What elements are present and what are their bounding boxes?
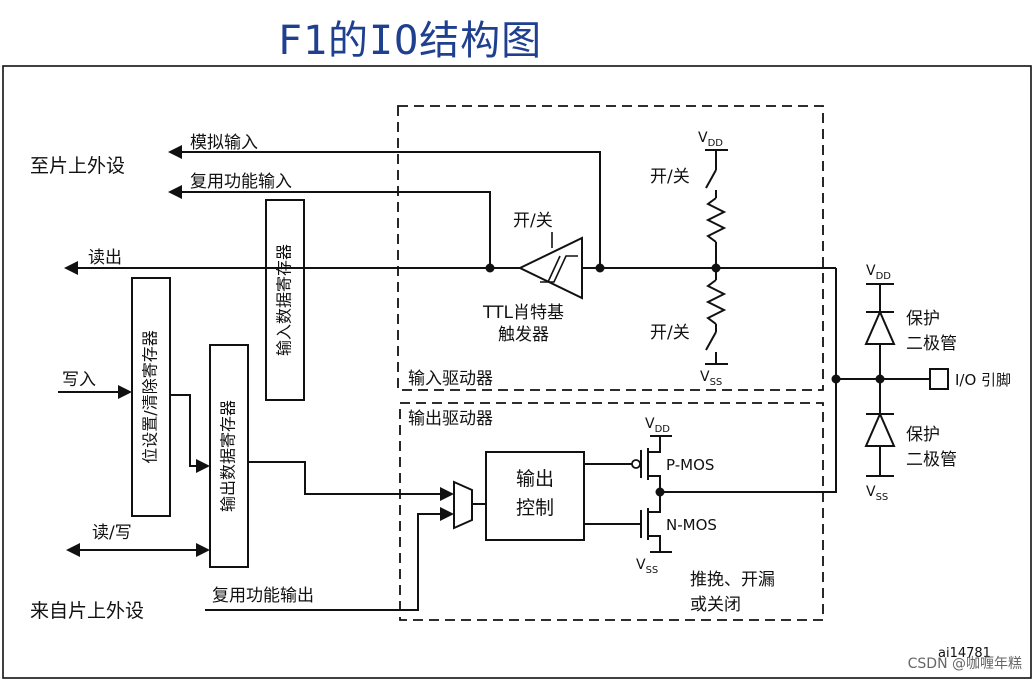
- ttl-schmitt-trigger: [517, 236, 583, 300]
- read-write-label: 读/写: [92, 523, 132, 543]
- pmos-source: [648, 436, 661, 453]
- hysteresis-icon: [540, 255, 578, 283]
- switch-label-ttl: 开/关: [513, 211, 553, 231]
- from-peripheral-label: 来自片上外设: [30, 600, 144, 622]
- output-to-pin-wire: [660, 268, 837, 493]
- hysteresis-icon: [547, 255, 561, 283]
- nmos-drain: [648, 492, 661, 513]
- junction-node: [831, 374, 841, 384]
- ttl-label-line1: TTL肖特基: [482, 303, 564, 323]
- protect-diode2-line2: 二极管: [906, 450, 957, 470]
- vdd-label-diode: VDD: [866, 263, 891, 282]
- alt-func-input-arrow: [168, 185, 182, 199]
- junction-node: [485, 263, 495, 273]
- alt-func-input-label: 复用功能输入: [190, 172, 292, 192]
- pmos-drain: [648, 475, 661, 492]
- ttl-label-line2: 触发器: [498, 325, 549, 345]
- output-multiplexer: [453, 480, 473, 530]
- bit-set-reset-register-box: [131, 277, 171, 517]
- output-data-register-label: 输出数据寄存器: [219, 400, 238, 512]
- analog-input-arrow: [168, 145, 182, 159]
- alt-func-output-wire: [205, 513, 446, 611]
- odr-to-mux-arrow: [440, 487, 454, 501]
- bsrr-to-odr-arrow: [196, 459, 210, 473]
- protect-diode2-line1: 保护: [906, 425, 940, 445]
- input-driver-region: [397, 105, 824, 391]
- protect-diode1-line2: 二极管: [906, 334, 957, 354]
- push-pull-line1: 推挽、开漏: [690, 570, 775, 590]
- nmos-label: N-MOS: [666, 516, 717, 534]
- to-peripheral-label: 至片上外设: [30, 155, 125, 177]
- vss-label: VSS: [700, 369, 722, 388]
- output-control-line2: 控制: [516, 497, 554, 519]
- pmos-label: P-MOS: [666, 456, 714, 474]
- protection-diode-bottom: [864, 411, 896, 447]
- alt-func-output-arrow: [440, 507, 454, 521]
- input-driver-label: 输入驱动器: [408, 369, 493, 389]
- pmos-gate-bubble: [631, 459, 641, 469]
- protection-diode-top: [864, 309, 896, 345]
- nmos-source: [648, 535, 661, 552]
- output-driver-region: [399, 402, 824, 621]
- bit-set-reset-register-label: 位设置/清除寄存器: [141, 330, 160, 463]
- pulldown-resistor: [705, 279, 727, 325]
- input-data-register-box: [265, 199, 305, 401]
- analog-input-wire: [180, 151, 601, 268]
- push-pull-line2: 或关闭: [690, 595, 741, 615]
- vdd-label: VDD: [698, 130, 723, 149]
- vss-label-diode: VSS: [866, 484, 888, 503]
- watermark: CSDN @咖喱年糕: [907, 656, 1022, 672]
- vdd-label-output: VDD: [645, 416, 670, 435]
- input-data-register-label: 输入数据寄存器: [275, 244, 294, 356]
- outer-frame: [2, 65, 1032, 679]
- output-control-box: [485, 451, 585, 541]
- pullup-switch: [705, 169, 717, 189]
- output-control-line1: 输出: [516, 468, 554, 490]
- pullup-resistor: [705, 197, 727, 243]
- read-write-arrow-left: [66, 543, 80, 557]
- output-driver-label: 输出驱动器: [408, 409, 493, 429]
- odr-to-mux-wire: [248, 461, 446, 495]
- analog-input-label: 模拟输入: [190, 133, 258, 153]
- page-title: F1的IO结构图: [277, 18, 543, 64]
- io-pin-label: I/O 引脚: [955, 371, 1011, 389]
- write-in-label: 写入: [62, 370, 96, 390]
- figure-id: ai14781: [938, 646, 991, 661]
- read-out-label: 读出: [88, 248, 122, 268]
- bsrr-to-odr-wire: [170, 394, 202, 467]
- alt-func-output-label: 复用功能输出: [212, 586, 314, 606]
- pulldown-switch: [705, 331, 717, 351]
- switch-label-pullup: 开/关: [650, 167, 690, 187]
- read-out-arrow: [64, 261, 78, 275]
- read-write-arrow-right: [196, 543, 210, 557]
- output-data-register-box: [209, 344, 249, 568]
- alt-func-input-wire: [180, 191, 491, 268]
- protect-diode1-line1: 保护: [906, 309, 940, 329]
- write-in-arrow: [118, 385, 132, 399]
- switch-label-pulldown: 开/关: [650, 323, 690, 343]
- vss-label-output: VSS: [636, 557, 658, 576]
- io-pin-square: [929, 368, 949, 390]
